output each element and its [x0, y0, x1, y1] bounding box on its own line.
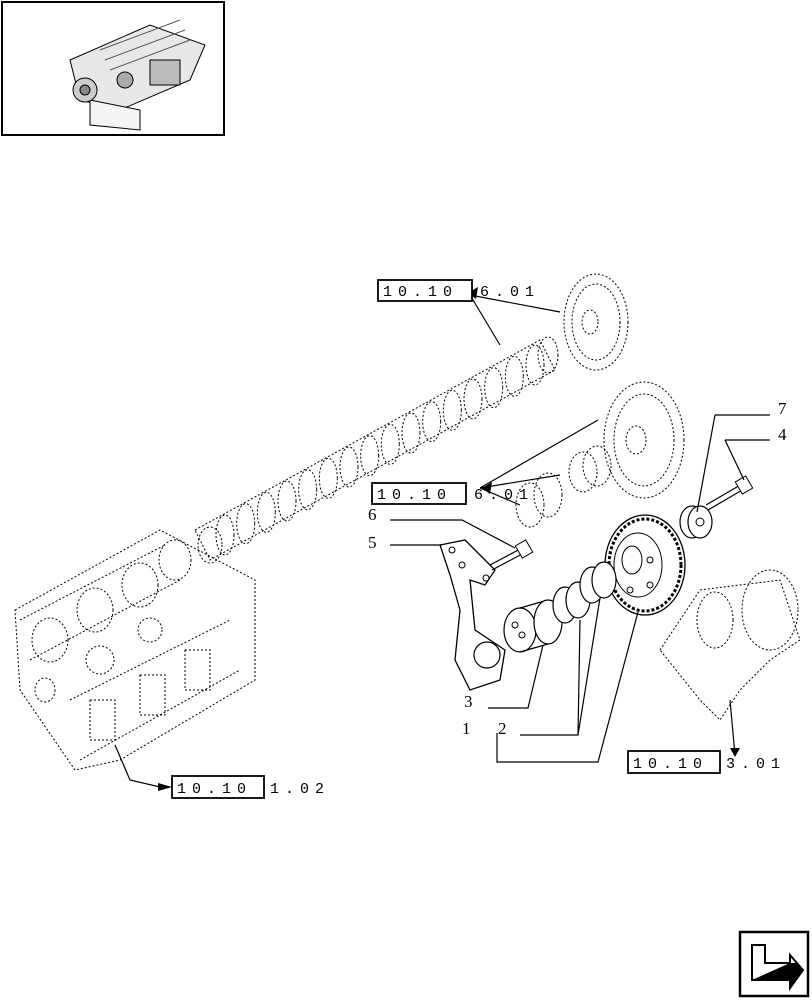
crankshaft [659, 569, 801, 721]
cam-lobe [380, 423, 400, 465]
cam-lobe [215, 514, 235, 556]
screw-4 [705, 475, 754, 511]
engine-thumbnail [1, 1, 225, 136]
next-page-arrow-icon [751, 944, 805, 992]
idler-gear-upper [603, 381, 685, 499]
ref-mid-boxed: 10.10 [377, 487, 452, 504]
cylinder-block [14, 529, 256, 771]
cam-lobe [463, 378, 483, 420]
callout-7: 7 [778, 399, 787, 418]
ref-block-boxed: 10.10 [177, 781, 252, 798]
ref-crank-boxed: 10.10 [633, 756, 708, 773]
cam-lobe [484, 367, 504, 409]
next-page-button[interactable] [738, 930, 810, 998]
callout-1: 1 [462, 719, 471, 738]
ref-top-rest: 6.01 [480, 284, 540, 301]
cam-lobe [298, 469, 318, 511]
bracket [439, 539, 506, 691]
ref-top: 10.10 6.01 [377, 279, 540, 302]
camshaft-gear-upper [563, 273, 629, 371]
engine-thumbnail-icon [69, 19, 206, 131]
cam-lobe [525, 344, 545, 386]
cam-lobe [339, 446, 359, 488]
callout-3: 3 [464, 692, 473, 711]
ref-top-boxed: 10.10 [383, 284, 458, 301]
cam-lobe [318, 457, 338, 499]
ref-mid: 10.10 6.01 [371, 482, 534, 505]
ref-crank-rest: 3.01 [726, 756, 786, 773]
cam-lobe [422, 401, 442, 443]
idler-gear-lower [604, 514, 686, 616]
washer-7 [679, 505, 713, 539]
screw-6 [489, 539, 534, 571]
cam-lobe [401, 412, 421, 454]
cam-lobe [504, 355, 524, 397]
ref-block: 10.10 1.02 [171, 775, 330, 799]
ref-crank: 10.10 3.01 [627, 750, 786, 774]
callout-2: 2 [498, 719, 507, 738]
callout-4: 4 [778, 425, 787, 444]
bushing-upper [515, 445, 612, 528]
cam-lobe [442, 389, 462, 431]
cam-lobe [236, 503, 256, 545]
cam-lobe [360, 435, 380, 477]
callout-6: 6 [368, 505, 377, 524]
cam-lobe [277, 480, 297, 522]
cam-lobe [256, 491, 276, 533]
ref-mid-rest: 6.01 [474, 487, 534, 504]
bushing-2 [552, 561, 617, 624]
ref-block-rest: 1.02 [270, 781, 330, 798]
callout-5: 5 [368, 533, 377, 552]
camshaft [194, 336, 559, 564]
leader-lines [114, 287, 770, 791]
